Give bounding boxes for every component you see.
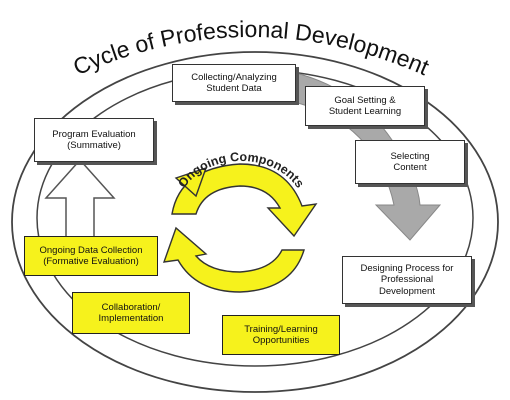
ongoing-arrow-top bbox=[171, 163, 318, 238]
box-collecting-analyzing: Collecting/Analyzing Student Data bbox=[172, 64, 296, 102]
box-program-evaluation: Program Evaluation (Summative) bbox=[34, 118, 154, 162]
outer-ring bbox=[11, 51, 499, 393]
ongoing-cycle: Ongoing Components bbox=[162, 150, 318, 293]
box-collaboration-implementation: Collaboration/ Implementation bbox=[72, 292, 190, 334]
box-training-learning: Training/Learning Opportunities bbox=[222, 315, 340, 355]
ongoing-arrow-bottom bbox=[162, 226, 305, 293]
evaluation-return-arrow bbox=[44, 158, 116, 239]
box-designing-process: Designing Process for Professional Devel… bbox=[342, 256, 472, 304]
box-goal-setting: Goal Setting & Student Learning bbox=[305, 86, 425, 126]
box-ongoing-data-collection: Ongoing Data Collection (Formative Evalu… bbox=[24, 236, 158, 276]
box-selecting-content: Selecting Content bbox=[355, 140, 465, 184]
ongoing-arrow-top-head bbox=[174, 166, 208, 198]
